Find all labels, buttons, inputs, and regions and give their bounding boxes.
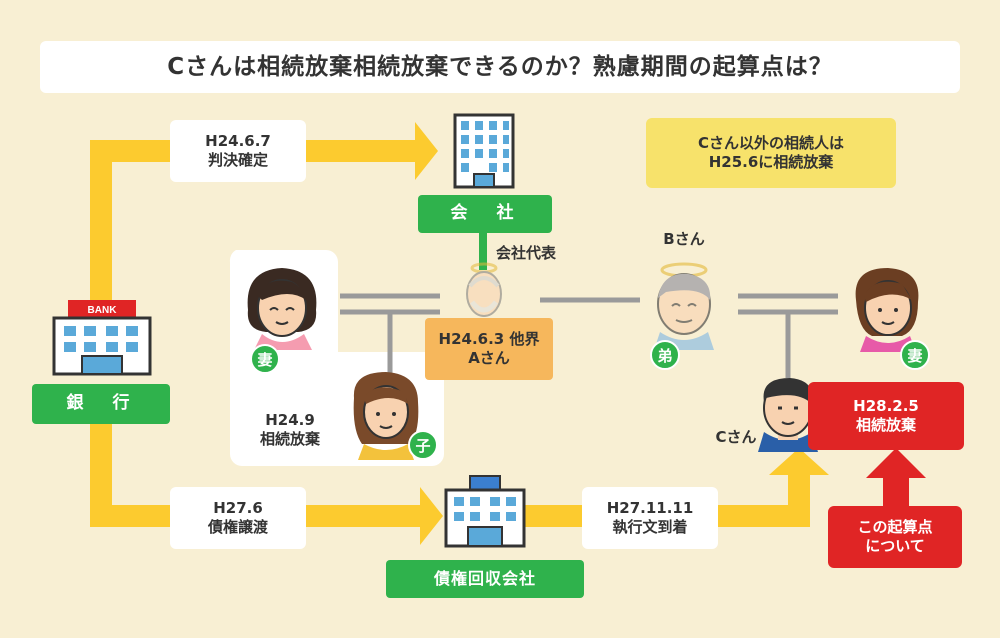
collector-label: 債権回収会社 xyxy=(386,560,584,598)
judgment-label: H24.6.7 判決確定 xyxy=(170,120,306,182)
b-name-label: Bさん xyxy=(663,229,705,248)
person-b-avatar xyxy=(654,262,714,350)
person-c-avatar xyxy=(758,378,818,452)
c-name-label: Cさん xyxy=(715,427,757,446)
wife-c-badge: 妻 xyxy=(900,340,930,370)
relation-lines xyxy=(340,293,838,380)
brother-badge: 弟 xyxy=(650,340,680,370)
company-label: 会 社 xyxy=(418,195,552,233)
bank-label: 銀 行 xyxy=(32,384,170,424)
bank-sign-text: BANK xyxy=(88,305,118,316)
wife-c-avatar xyxy=(855,268,919,352)
child-avatar xyxy=(353,372,419,460)
collector-building-icon xyxy=(444,475,526,548)
family-renounce-label: H24.9 相続放棄 xyxy=(259,411,320,448)
question-arrow xyxy=(866,448,926,506)
question-label: この起算点 について xyxy=(828,506,962,568)
company-rep-label: 会社代表 xyxy=(496,243,557,262)
child-badge: 子 xyxy=(408,430,438,460)
c-renounce-label: H28.2.5 相続放棄 xyxy=(808,382,964,450)
page-title: Cさんは相続放棄相続放棄できるのか？熟慮期間の起算点は？ xyxy=(40,41,960,93)
execution-label: H27.11.11 執行文到着 xyxy=(582,487,718,549)
bank-building-icon: BANK xyxy=(52,300,152,376)
others-renounce-note: Cさん以外の相続人は H25.6に相続放棄 xyxy=(646,118,896,188)
company-building-icon xyxy=(453,113,515,189)
wife-a-avatar xyxy=(247,268,317,350)
company-rep-line xyxy=(479,228,487,270)
wife-a-badge: 妻 xyxy=(250,344,280,374)
transfer-label: H27.6 債権譲渡 xyxy=(170,487,306,549)
death-label: H24.6.3 他界 Aさん xyxy=(425,318,553,380)
